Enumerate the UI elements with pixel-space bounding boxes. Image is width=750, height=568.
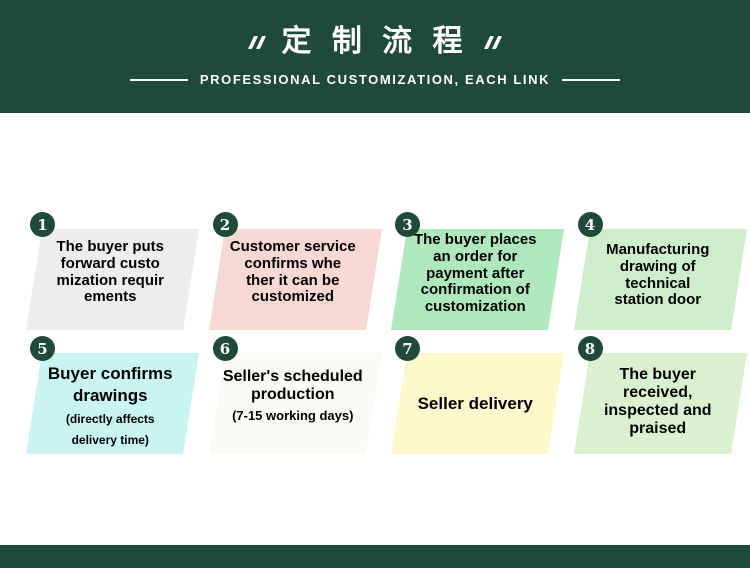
step-text-line: customized	[251, 288, 334, 306]
page-subtitle: PROFESSIONAL CUSTOMIZATION, EACH LINK	[199, 72, 551, 87]
step-text-line: ements	[83, 288, 137, 306]
step-text-line: Seller delivery	[417, 393, 533, 413]
step-number-badge: 8	[577, 336, 603, 361]
step-text-line: mization requir	[56, 271, 164, 289]
step-text-line: production	[250, 385, 335, 403]
step-text-line: station door	[614, 291, 702, 309]
step-text-line: praised	[629, 419, 687, 437]
step-text-line: an order for	[433, 247, 518, 265]
step-number-badge: 1	[30, 212, 55, 237]
title-row: 定 制 流 程	[0, 0, 750, 57]
step-text-line: technical	[625, 274, 691, 292]
step-text-line: drawing of	[619, 257, 696, 275]
title-decor-right-icon	[483, 35, 502, 49]
step-text-subline: (7-15 working days)	[232, 407, 354, 423]
step-number-badge: 7	[395, 336, 420, 361]
step-text: Seller delivery	[391, 353, 560, 454]
step-text-line: drawings	[72, 386, 148, 406]
step-number-badge: 3	[395, 212, 420, 237]
header-banner: 定 制 流 程 PROFESSIONAL CUSTOMIZATION, EACH…	[0, 0, 750, 113]
step-text-line: Customer service	[229, 238, 356, 255]
step-text-line: received,	[623, 383, 693, 401]
step-text-line: The buyer	[619, 366, 696, 383]
step-text-line: The buyer places	[413, 231, 537, 248]
page-title: 定 制 流 程	[281, 25, 469, 58]
step-text-subline: (directly affects	[65, 412, 155, 427]
step-text-line: Manufacturing	[606, 241, 710, 258]
step-text: Buyer confirms drawings (directly affects d…	[26, 336, 195, 448]
step-text-line: payment after	[426, 264, 525, 282]
step-number-badge: 4	[577, 212, 603, 237]
step-text-line: confirmation of	[420, 281, 530, 299]
step-number-badge: 5	[30, 336, 55, 361]
footer-banner	[0, 545, 750, 568]
title-decor-left-icon	[248, 35, 267, 49]
step-text-line: inspected and	[603, 401, 712, 419]
step-text-line: forward custo	[60, 254, 160, 272]
step-number-badge: 6	[212, 336, 238, 361]
subtitle-row: PROFESSIONAL CUSTOMIZATION, EACH LINK	[0, 72, 750, 87]
step-text-line: confirms whe	[244, 254, 342, 272]
step-text-line: Buyer confirms	[47, 364, 173, 383]
step-text-line: Seller's scheduled	[222, 368, 363, 385]
subtitle-line-left	[129, 78, 188, 81]
step-text-line: The buyer puts	[56, 238, 164, 255]
step-number-badge: 2	[212, 212, 238, 237]
subtitle-line-right	[562, 78, 621, 81]
step-text-subline: delivery time)	[71, 432, 149, 447]
step-text-line: customization	[424, 298, 526, 316]
step-text-line: ther it can be	[246, 271, 340, 289]
